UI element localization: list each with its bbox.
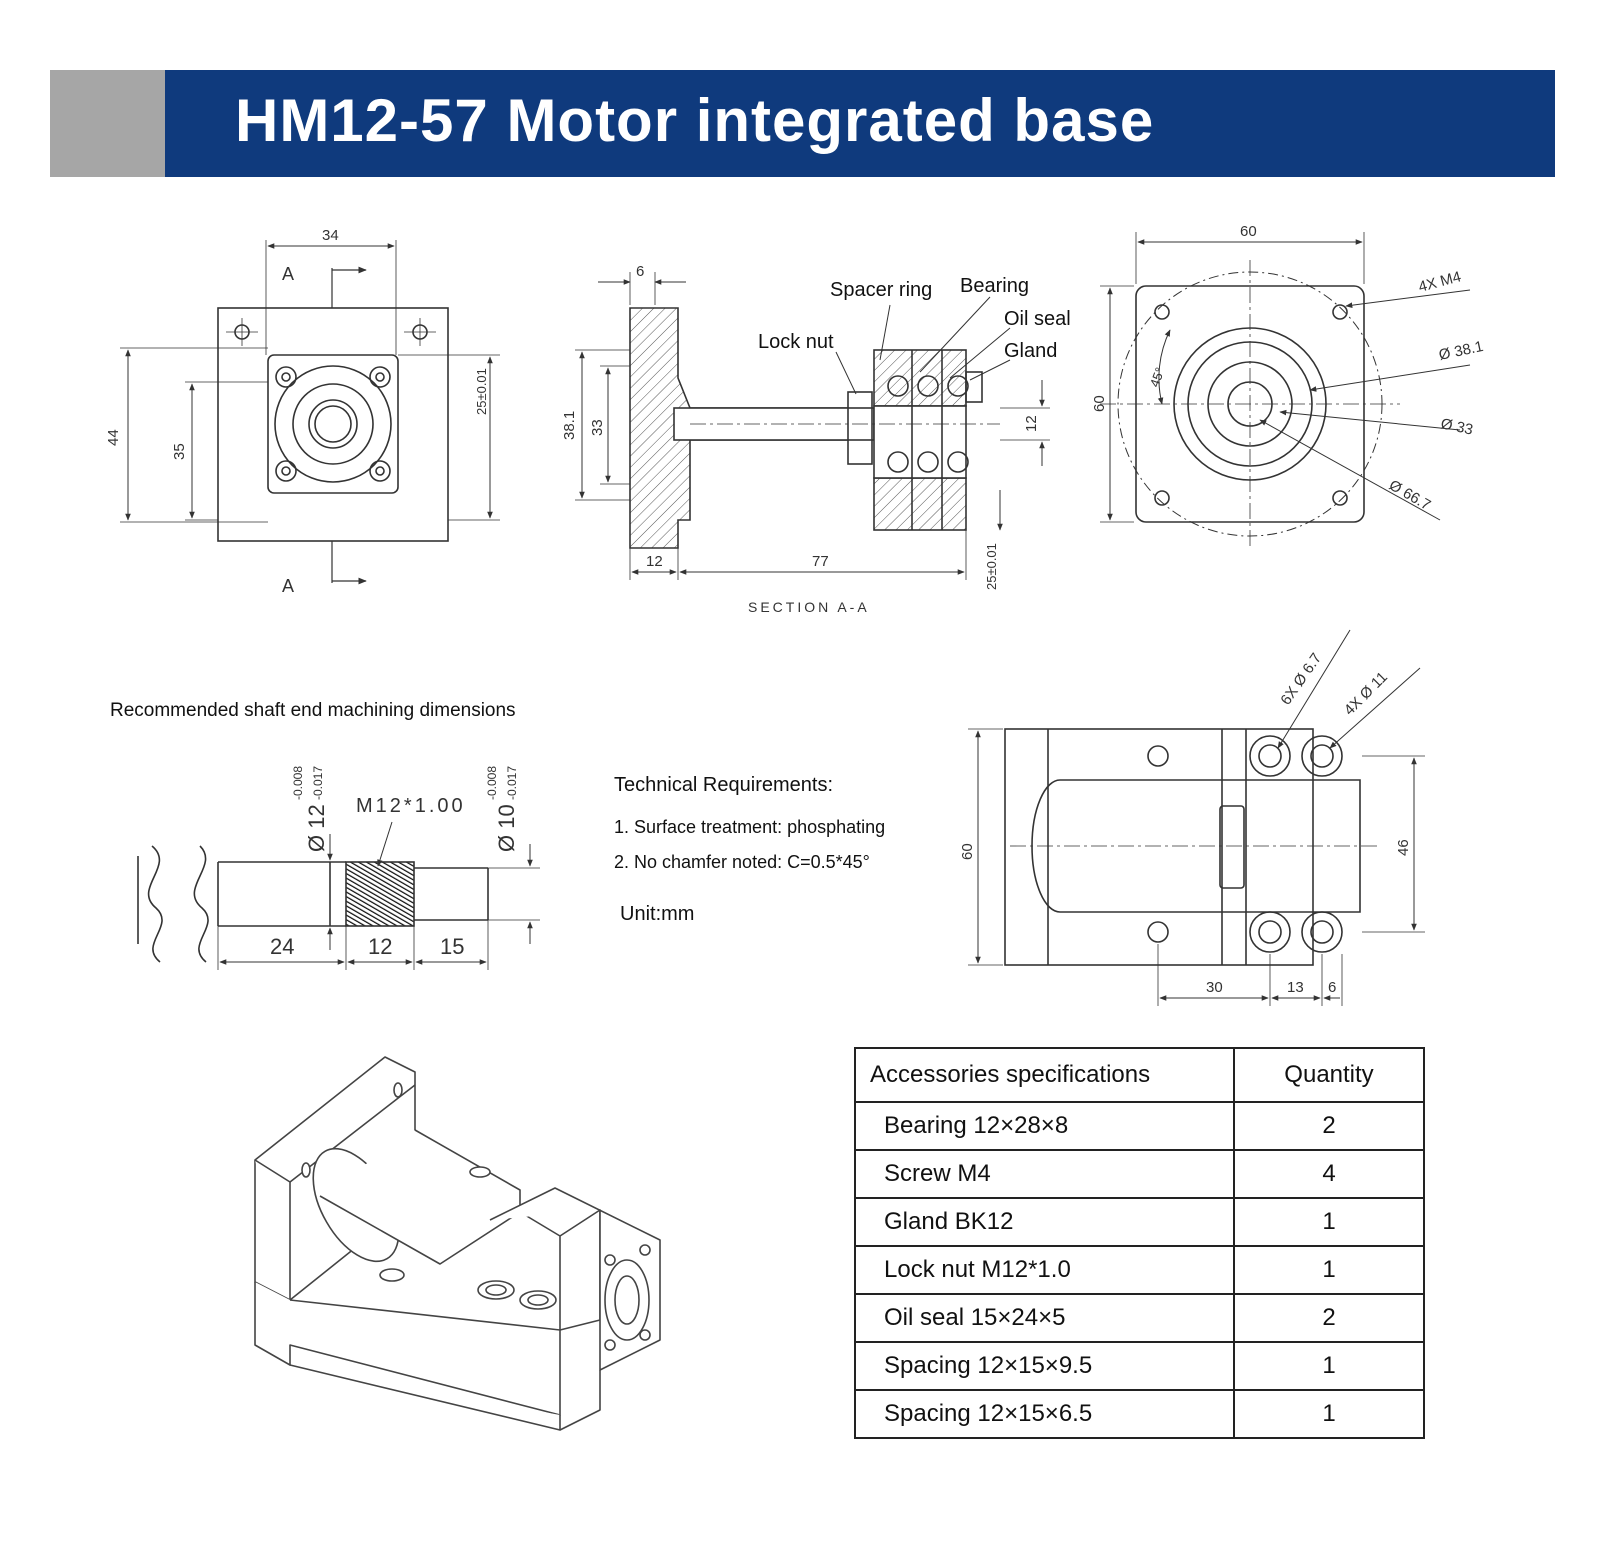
front-dim-height-outer: 44: [105, 429, 122, 446]
section-dim-tolerance: 25±0.01: [984, 543, 999, 590]
shaft-d12-tol-lower: -0.017: [311, 766, 325, 800]
top-dim-holes4: 4X Ø 11: [1341, 669, 1391, 719]
front-dim-height-inner: 35: [171, 443, 188, 460]
end-dim-width: 60: [1240, 223, 1257, 240]
cell-spec: Bearing 12×28×8: [854, 1101, 1235, 1151]
section-view: [575, 272, 1050, 580]
cell-quantity: 2: [1233, 1293, 1425, 1343]
label-spacer-ring: Spacer ring: [830, 279, 932, 301]
cell-quantity: 1: [1233, 1245, 1425, 1295]
cell-quantity: 4: [1233, 1149, 1425, 1199]
tech-req-item-1: 1. Surface treatment: phosphating: [614, 817, 886, 837]
front-dim-width: 34: [322, 227, 339, 244]
cell-quantity: 2: [1233, 1101, 1425, 1151]
shaft-d12: Ø 12: [304, 804, 329, 852]
shaft-d12-tol-upper: -0.008: [291, 766, 305, 800]
shaft-d10-tol-upper: -0.008: [485, 766, 499, 800]
top-dim-holes6: 6X Ø 6.7: [1277, 650, 1325, 708]
label-gland: Gland: [1004, 340, 1057, 362]
end-dim-d38: Ø 38.1: [1437, 338, 1485, 364]
cell-quantity: 1: [1233, 1389, 1425, 1439]
cell-spec: Lock nut M12*1.0: [854, 1245, 1235, 1295]
end-dim-d66: Ø 66.7: [1386, 477, 1433, 514]
section-dim-d1: 38.1: [561, 411, 578, 440]
section-dim-left: 12: [646, 553, 663, 570]
label-lock-nut: Lock nut: [758, 331, 834, 353]
section-dim-d2: 33: [589, 419, 606, 436]
shaft-end-title: Recommended shaft end machining dimensio…: [110, 700, 516, 721]
cell-quantity: 1: [1233, 1197, 1425, 1247]
header-spec: Accessories specifications: [854, 1047, 1235, 1103]
end-dim-d33: Ø 33: [1439, 415, 1474, 438]
section-dim-shaft: 12: [1023, 415, 1040, 432]
tech-req-item-2: 2. No chamfer noted: C=0.5*45°: [614, 852, 870, 872]
top-dim-a: 30: [1206, 979, 1223, 996]
top-view: [968, 629, 1425, 1006]
section-dim-flange: 6: [636, 263, 644, 280]
label-oil-seal: Oil seal: [1004, 308, 1071, 330]
shaft-d10: Ø 10: [494, 804, 519, 852]
shaft-d10-tol-lower: -0.017: [505, 766, 519, 800]
top-dim-b: 13: [1287, 979, 1304, 996]
cell-spec: Oil seal 15×24×5: [854, 1293, 1235, 1343]
front-dim-tolerance: 25±0.01: [474, 368, 489, 415]
tech-req-heading: Technical Requirements:: [614, 774, 833, 796]
section-dim-length: 77: [812, 553, 829, 570]
banner-accent: [50, 70, 165, 177]
section-mark-top: A: [282, 264, 294, 284]
section-mark-bottom: A: [282, 576, 294, 596]
table-header-row: Accessories specifications Quantity: [854, 1047, 1425, 1103]
top-dim-height: 60: [959, 843, 976, 860]
section-caption: SECTION A-A: [748, 599, 870, 615]
cell-quantity: 1: [1233, 1341, 1425, 1391]
top-dim-c: 6: [1328, 979, 1336, 996]
top-dim-inner: 46: [1395, 839, 1412, 856]
shaft-thread: M12*1.00: [356, 795, 466, 817]
title-banner: [165, 70, 1555, 177]
tech-req-unit: Unit:mm: [620, 903, 695, 925]
page-title: HM12-57 Motor integrated base: [235, 87, 1155, 154]
label-bearing: Bearing: [960, 275, 1029, 297]
accessories-table: Accessories specifications Quantity Bear…: [854, 1047, 1425, 1439]
shaft-end-drawing: [137, 821, 540, 970]
end-dim-height: 60: [1091, 395, 1108, 412]
shaft-length-2: 12: [368, 934, 392, 959]
cell-spec: Screw M4: [854, 1149, 1235, 1199]
shaft-length-1: 24: [270, 934, 294, 959]
header-quantity: Quantity: [1233, 1047, 1425, 1103]
end-dim-angle: 45°: [1147, 365, 1168, 389]
end-view: [1100, 232, 1471, 548]
isometric-view: [254, 1056, 661, 1431]
cell-spec: Gland BK12: [854, 1197, 1235, 1247]
shaft-length-3: 15: [440, 934, 464, 959]
cell-spec: Spacing 12×15×9.5: [854, 1341, 1235, 1391]
cell-spec: Spacing 12×15×6.5: [854, 1389, 1235, 1439]
front-view: [120, 240, 500, 585]
